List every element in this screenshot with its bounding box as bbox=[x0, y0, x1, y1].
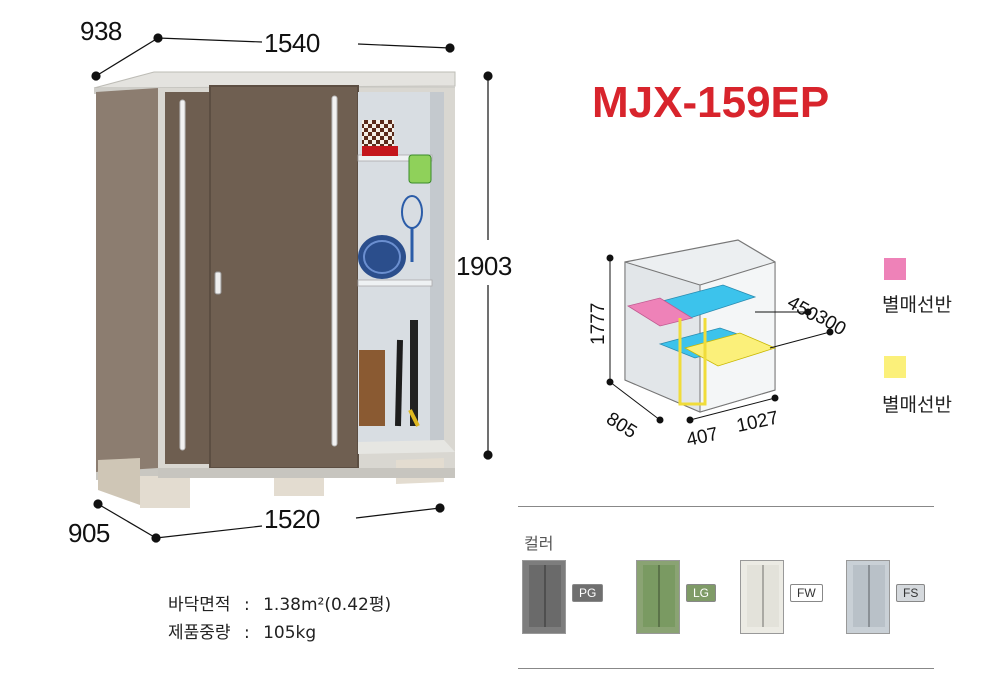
shed-thumbnail-door bbox=[529, 565, 545, 627]
shed-thumbnail-door bbox=[853, 565, 869, 627]
interior-diagram bbox=[606, 239, 834, 424]
dim-height: 1903 bbox=[456, 251, 512, 281]
dim-top-width: 1540 bbox=[264, 28, 320, 58]
legend-swatch-pink bbox=[884, 258, 906, 280]
spec-floor-area-label: 바닥면적 bbox=[168, 595, 231, 615]
shed-thumbnail-door bbox=[643, 565, 659, 627]
model-name: MJX-159EP bbox=[592, 78, 830, 127]
legend-label-yellow: 별매선반 bbox=[882, 394, 952, 416]
color-code-badge: PG bbox=[572, 584, 604, 602]
spec-sep: : bbox=[243, 623, 250, 643]
shed-thumbnail-door bbox=[747, 565, 763, 627]
shed-thumbnail-door bbox=[659, 565, 675, 627]
color-option-fw[interactable]: FW bbox=[740, 560, 850, 640]
color-code-badge: FW bbox=[790, 584, 823, 602]
dim-interior-left-width: 407 bbox=[685, 424, 720, 451]
legend-swatch-yellow bbox=[884, 356, 906, 378]
shed-thumbnail-door bbox=[869, 565, 885, 627]
spec-floor-area: 바닥면적 : 1.38m²(0.42평) bbox=[168, 590, 391, 615]
color-option-lg[interactable]: LG bbox=[636, 560, 746, 640]
dim-bottom-width: 1520 bbox=[264, 504, 320, 534]
color-option-pg[interactable]: PG bbox=[522, 560, 632, 640]
dim-top-depth: 938 bbox=[80, 16, 122, 46]
spec-sep: : bbox=[243, 595, 250, 615]
storage-shed bbox=[93, 71, 456, 508]
legend-label-pink: 별매선반 bbox=[882, 294, 952, 316]
shed-thumbnail-door bbox=[545, 565, 561, 627]
shed-thumbnail-door bbox=[763, 565, 779, 627]
color-divider-bottom bbox=[518, 668, 934, 669]
dim-interior-height: 1777 bbox=[588, 303, 609, 345]
dim-bottom-depth: 905 bbox=[68, 518, 110, 548]
spec-weight: 제품중량 : 105kg bbox=[168, 618, 316, 643]
shelf-yellow bbox=[683, 332, 777, 367]
spec-floor-area-value: 1.38m²(0.42평) bbox=[263, 595, 392, 615]
dim-interior-depth: 805 bbox=[602, 408, 640, 443]
shed-thumbnail bbox=[846, 560, 890, 634]
dimension-lines bbox=[91, 33, 493, 543]
spec-weight-value: 105kg bbox=[263, 623, 317, 643]
dim-interior-right-width: 1027 bbox=[735, 408, 781, 437]
color-option-fs[interactable]: FS bbox=[846, 560, 956, 640]
shelf-pink bbox=[626, 297, 694, 327]
shed-thumbnail bbox=[636, 560, 680, 634]
color-divider-top bbox=[518, 506, 934, 507]
shed-thumbnail bbox=[740, 560, 784, 634]
color-code-badge: FS bbox=[896, 584, 926, 602]
spec-weight-label: 제품중량 bbox=[168, 623, 231, 643]
shed-thumbnail bbox=[522, 560, 566, 634]
color-code-badge: LG bbox=[686, 584, 717, 602]
color-section-title: 컬러 bbox=[524, 534, 554, 553]
